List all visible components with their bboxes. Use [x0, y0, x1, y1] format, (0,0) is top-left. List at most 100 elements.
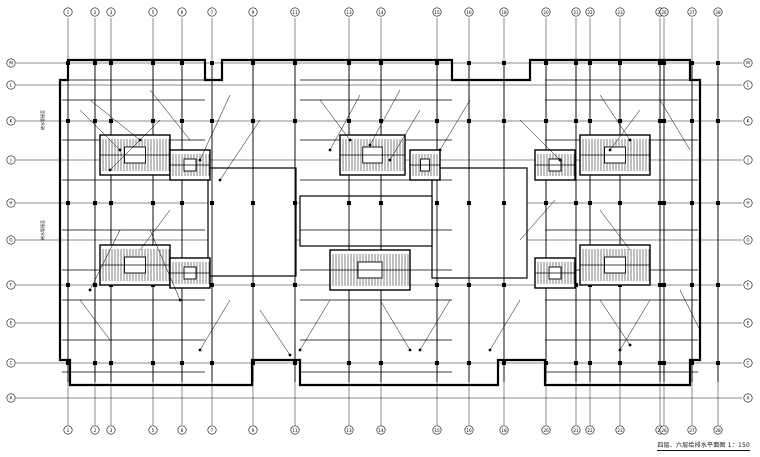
column: [716, 61, 720, 65]
grid-bubble-top: [207, 7, 217, 17]
column: [690, 361, 694, 365]
column: [467, 361, 471, 365]
grid-bubble-top: [432, 7, 442, 17]
grid-bubble-right: [743, 80, 753, 90]
column: [109, 61, 113, 65]
pipe-leader: [519, 119, 561, 161]
pipe-leader: [109, 119, 161, 171]
grid-label-right: L: [747, 83, 750, 88]
column: [690, 201, 694, 205]
column: [662, 119, 666, 123]
grid-bubble-bottom: [713, 425, 723, 435]
grid-label-top: 26: [661, 10, 667, 15]
column: [151, 119, 155, 123]
pipe-riser: [408, 348, 412, 352]
stair-core: [579, 134, 651, 176]
grid-label-bottom: 20: [543, 428, 549, 433]
column: [66, 61, 70, 65]
grid-label-bottom: 18: [501, 428, 507, 433]
column: [293, 61, 297, 65]
column: [347, 61, 351, 65]
column: [379, 201, 383, 205]
grid-label-right: C: [747, 361, 750, 366]
grid-bubble-top: [148, 7, 158, 17]
pipe-leader: [489, 299, 521, 351]
column: [251, 283, 255, 287]
column: [618, 361, 622, 365]
column: [293, 361, 297, 365]
grid-bubble-bottom: [541, 425, 551, 435]
column: [467, 283, 471, 287]
pipe-riser: [298, 348, 302, 352]
courtyard: [299, 195, 433, 247]
grid-label-bottom: 6: [181, 428, 184, 433]
grid-bubble-right: [743, 235, 753, 245]
column: [347, 119, 351, 123]
grid-label-right: E: [747, 321, 750, 326]
grid-bubble-bottom: [248, 425, 258, 435]
grid-bubble-top: [659, 7, 669, 17]
grid-label-top: 7: [211, 10, 214, 15]
grid-bubble-top: [106, 7, 116, 17]
grid-label-bottom: 2: [94, 428, 97, 433]
column: [251, 201, 255, 205]
pipe-leader: [329, 94, 361, 151]
column: [210, 61, 214, 65]
drawing-title: 四层、六层给排水平面图 1：150: [657, 442, 750, 451]
grid-bubble-bottom: [615, 425, 625, 435]
column: [658, 61, 662, 65]
grid-label-right: M: [746, 61, 750, 66]
grid-bubble-bottom: [63, 425, 73, 435]
grid-label-left: E: [10, 321, 13, 326]
grid-bubble-bottom: [177, 425, 187, 435]
column: [435, 201, 439, 205]
grid-bubble-top: [687, 7, 697, 17]
column: [574, 119, 578, 123]
column: [618, 119, 622, 123]
grid-bubble-top: [499, 7, 509, 17]
grid-bubble-right: [743, 116, 753, 126]
grid-bubble-bottom: [464, 425, 474, 435]
pipe-riser: [288, 353, 292, 357]
column: [93, 283, 97, 287]
grid-bubble-bottom: [659, 425, 669, 435]
column: [544, 201, 548, 205]
column: [467, 61, 471, 65]
column: [210, 283, 214, 287]
column: [690, 61, 694, 65]
column: [502, 201, 506, 205]
grid-bubble-top: [63, 7, 73, 17]
column: [658, 361, 662, 365]
column: [467, 119, 471, 123]
pipe-riser: [198, 348, 202, 352]
grid-label-top: 3: [110, 10, 113, 15]
column: [716, 201, 720, 205]
grid-bubble-top: [585, 7, 595, 17]
column: [151, 201, 155, 205]
grid-bubble-bottom: [687, 425, 697, 435]
pipe-riser: [488, 348, 492, 352]
pipe-leader: [619, 299, 651, 351]
building-walls: [58, 58, 720, 387]
grid-bubble-bottom: [148, 425, 158, 435]
pipe-leader: [89, 99, 141, 141]
grid-label-top: 6: [181, 10, 184, 15]
grid-bubble-bottom: [90, 425, 100, 435]
pipe-leader: [379, 299, 411, 351]
grid-label-bottom: 9: [252, 428, 255, 433]
pipe-riser: [558, 158, 562, 162]
pipe-leader: [259, 309, 291, 356]
pipe-leader: [149, 89, 191, 141]
grid-bubble-left: [6, 155, 16, 165]
grid-bubble-right: [743, 198, 753, 208]
column: [151, 361, 155, 365]
grid-label-bottom: 3: [110, 428, 113, 433]
grid-label-top: 16: [466, 10, 472, 15]
column: [293, 119, 297, 123]
grid-bubble-bottom: [207, 425, 217, 435]
pipe-leader: [299, 299, 331, 351]
grid-label-top: 11: [292, 10, 298, 15]
column: [210, 119, 214, 123]
grid-bubble-bottom: [344, 425, 354, 435]
